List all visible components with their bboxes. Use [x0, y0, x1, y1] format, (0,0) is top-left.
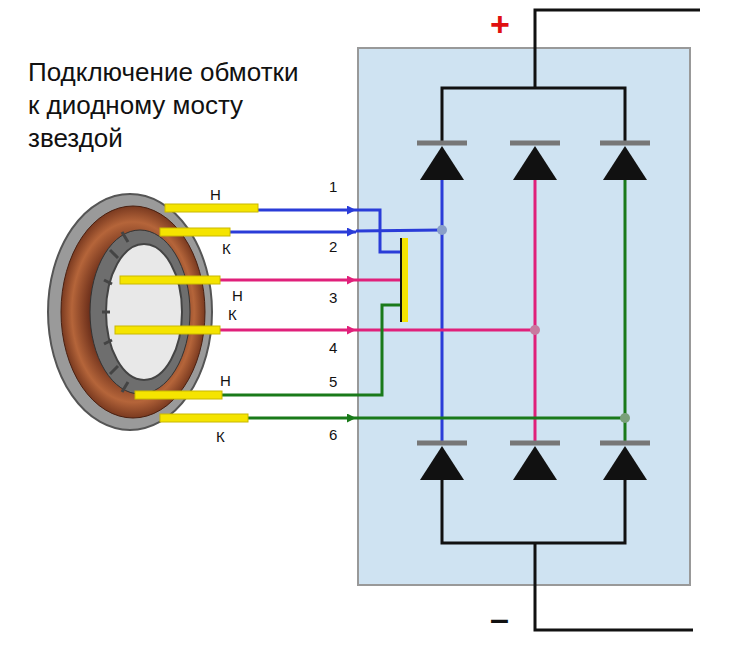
- diagram-title: Подключение обмотки к диодному мосту зве…: [28, 56, 310, 155]
- phase-wires: [220, 210, 625, 418]
- bridge-housing: [358, 48, 690, 585]
- wire-number: 2: [329, 238, 337, 256]
- wire-number: 6: [329, 426, 337, 444]
- wire-number: 5: [329, 373, 337, 391]
- winding-leads: [115, 204, 258, 422]
- polarity-sign: +: [490, 4, 510, 45]
- output-wires: [442, 10, 700, 630]
- lead-mark: Н: [232, 287, 243, 305]
- lead-mark: Н: [210, 186, 221, 204]
- polarity-sign: –: [490, 598, 509, 639]
- lead-mark: К: [222, 240, 231, 258]
- wire-number: 3: [329, 289, 337, 307]
- diode-symbols: [417, 143, 650, 480]
- wire-number: 1: [329, 178, 337, 196]
- lead-mark: К: [216, 428, 225, 446]
- wire-number: 4: [329, 339, 337, 357]
- lead-mark: Н: [220, 372, 231, 390]
- lead-mark: К: [228, 306, 237, 324]
